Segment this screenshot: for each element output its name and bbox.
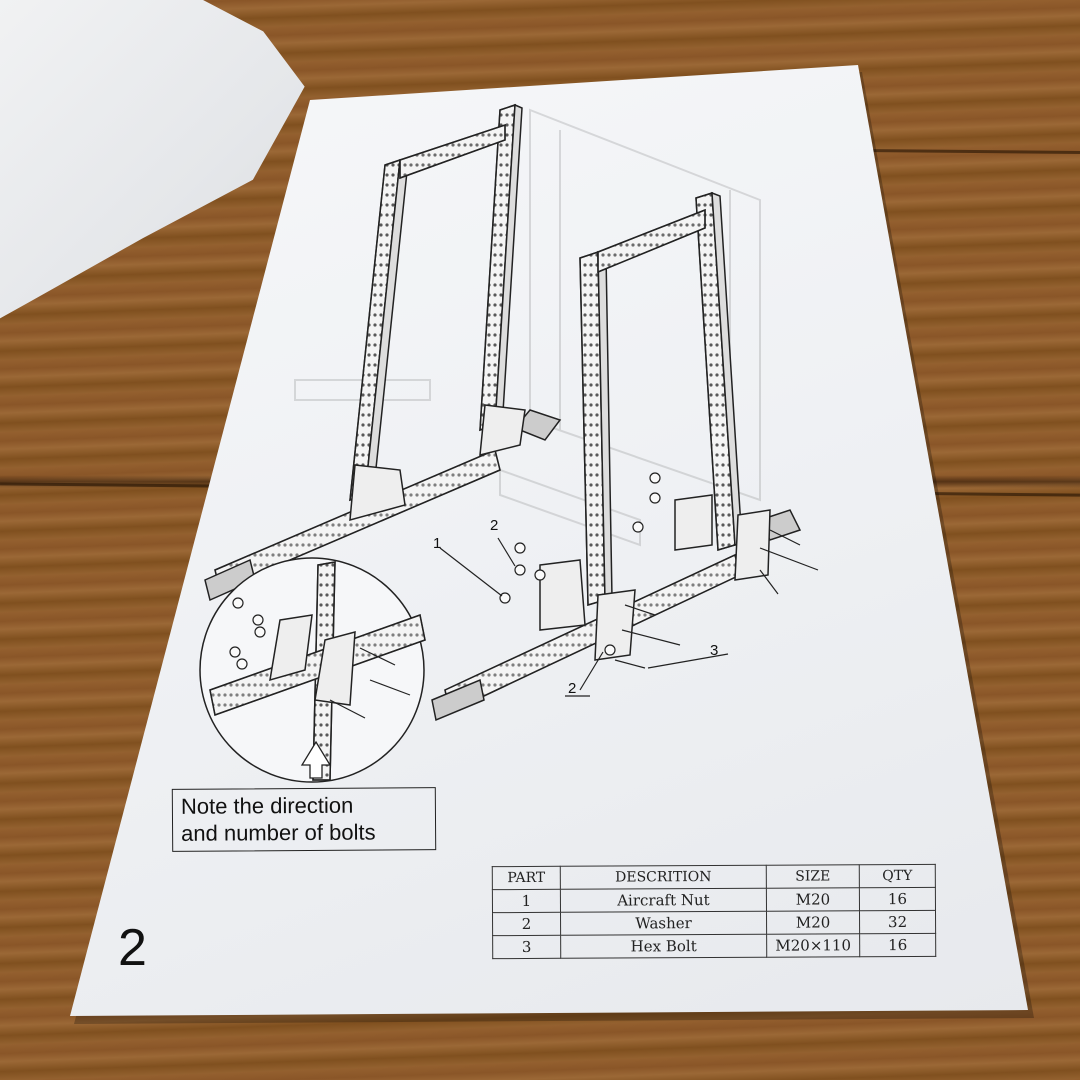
cell-size: M20 [766, 910, 860, 935]
page-number: 2 [118, 919, 147, 977]
table-row: 3 Hex Bolt M20×110 16 [492, 933, 936, 959]
right-frame [431, 191, 802, 722]
cell-size: M20×110 [766, 933, 860, 958]
callout-2-bottom: 2 [568, 680, 576, 697]
cell-qty: 16 [859, 933, 936, 957]
table-row: 1 Aircraft Nut M20 16 [492, 887, 936, 913]
hardware-parts [499, 472, 819, 669]
callout-1: 1 [433, 535, 441, 552]
cell-part: 1 [492, 889, 561, 913]
table-row: 2 Washer M20 32 [492, 910, 936, 936]
header-description: DESCRITION [560, 865, 767, 890]
header-size: SIZE [766, 864, 860, 889]
callout-2-top: 2 [490, 517, 498, 534]
cell-part: 3 [492, 935, 561, 959]
detail-view [199, 557, 426, 783]
cell-qty: 16 [859, 887, 936, 911]
note-box: Note the direction and number of bolts [171, 787, 437, 852]
note-line-2: and number of bolts [181, 819, 376, 846]
header-qty: QTY [859, 864, 936, 888]
cell-qty: 32 [859, 910, 936, 934]
header-part: PART [492, 866, 561, 890]
parts-table: PART DESCRITION SIZE QTY 1 Aircraft Nut … [492, 864, 936, 959]
cell-part: 2 [492, 912, 561, 936]
callout-leaders [439, 537, 729, 697]
note-line-1: Note the direction [180, 792, 354, 819]
callout-3: 3 [710, 642, 718, 659]
cell-description: Hex Bolt [560, 934, 767, 959]
cell-description: Aircraft Nut [560, 888, 767, 913]
cell-size: M20 [766, 887, 860, 912]
left-frame [204, 103, 562, 602]
cell-description: Washer [560, 911, 767, 936]
table-header-row: PART DESCRITION SIZE QTY [492, 864, 936, 890]
